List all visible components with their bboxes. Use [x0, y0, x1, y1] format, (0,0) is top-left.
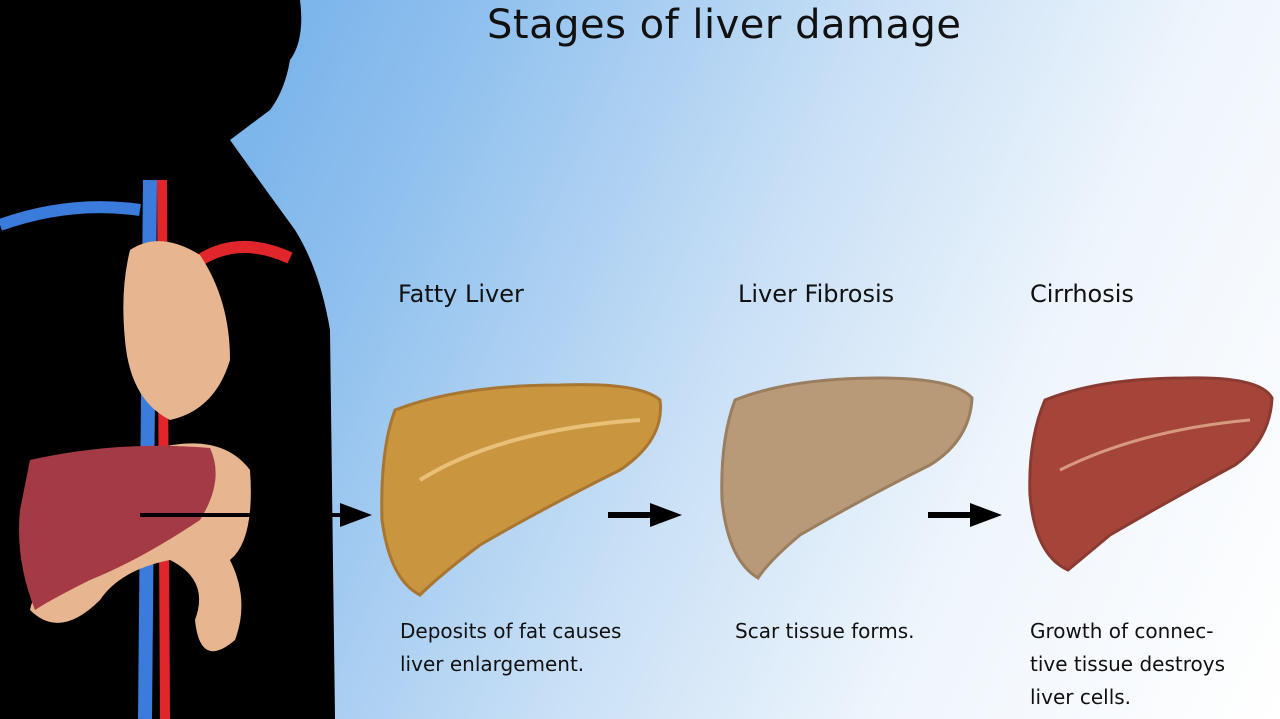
fatty-liver: [380, 383, 662, 597]
description-line: Deposits of fat causes: [400, 619, 622, 643]
cirrhosis-liver: [1028, 376, 1274, 572]
arrow-icon: [608, 503, 682, 527]
fibrosis-liver: [720, 376, 974, 581]
stage-label-fatty-liver: Fatty Liver: [398, 280, 524, 308]
scar-streak: [1059, 418, 1251, 472]
description-line: Growth of connec-: [1030, 619, 1214, 643]
vein-arm: [0, 201, 141, 231]
healthy-liver: [19, 445, 216, 610]
description-line: tive tissue destroys: [1030, 652, 1226, 676]
artery-arm: [196, 241, 293, 266]
stage-description-cirrhosis: Growth of connec- tive tissue destroys l…: [1030, 615, 1225, 714]
arrow-icon: [140, 503, 372, 527]
page-title: Stages of liver damage: [487, 2, 962, 48]
stage-label-liver-fibrosis: Liver Fibrosis: [738, 280, 895, 308]
description-line: liver cells.: [1030, 685, 1132, 709]
arrow-icon: [928, 503, 1002, 527]
stage-description-fatty-liver: Deposits of fat causes liver enlargement…: [400, 615, 621, 681]
stage-label-cirrhosis: Cirrhosis: [1030, 280, 1134, 308]
fat-streak: [418, 418, 641, 482]
stage-description-liver-fibrosis: Scar tissue forms.: [735, 615, 915, 648]
description-line: Scar tissue forms.: [735, 619, 915, 643]
heart: [123, 241, 230, 420]
description-line: liver enlargement.: [400, 652, 585, 676]
